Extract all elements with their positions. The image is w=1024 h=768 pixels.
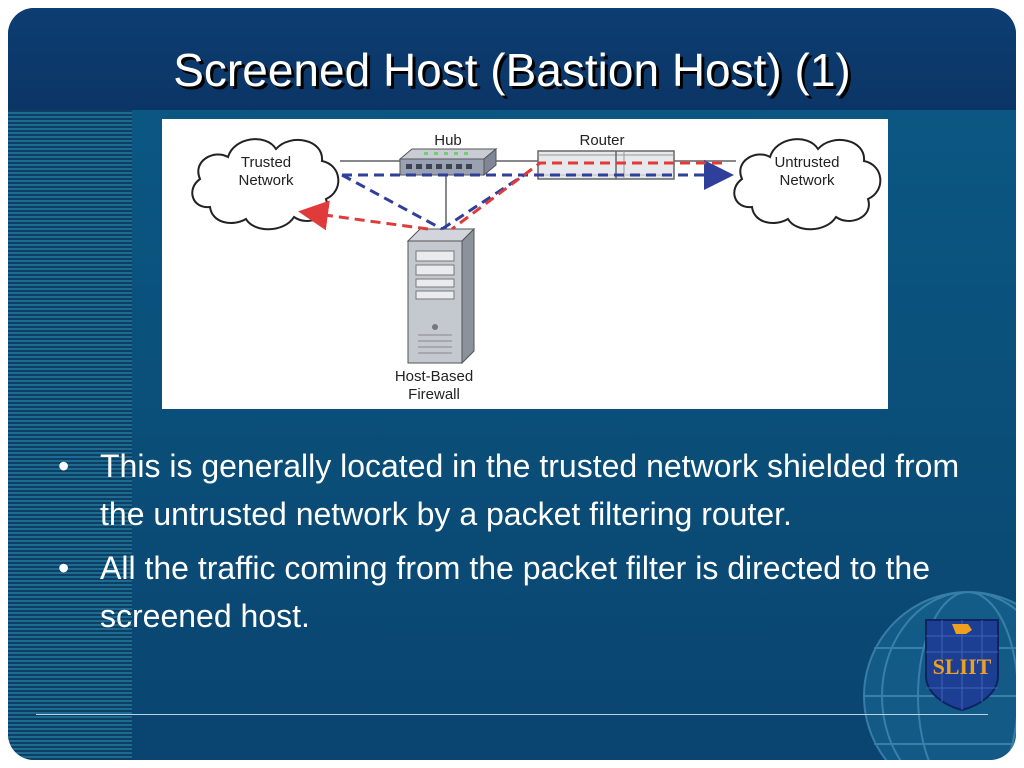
- bullet-marker: •: [58, 550, 70, 586]
- bullet-text: All the traffic coming from the packet f…: [100, 550, 930, 634]
- untrusted-label-line1: Untrusted: [774, 154, 839, 171]
- untrusted-label-line2: Network: [779, 172, 835, 189]
- server-icon: [406, 227, 476, 365]
- decorative-stripes: [8, 110, 132, 760]
- bullet-item: • All the traffic coming from the packet…: [58, 544, 978, 640]
- bullet-item: • This is generally located in the trust…: [58, 442, 978, 538]
- firewall-label-line2: Firewall: [408, 386, 460, 403]
- slide-title: Screened Host (Bastion Host) (1): [173, 44, 851, 96]
- blue-path-server-to-router: [441, 173, 525, 231]
- firewall-label-line1: Host-Based: [395, 368, 473, 385]
- hub-label: Hub: [434, 132, 462, 149]
- bullet-text: This is generally located in the trusted…: [100, 448, 960, 532]
- title-bar: [8, 8, 1016, 110]
- bullet-list: • This is generally located in the trust…: [58, 442, 978, 646]
- trusted-label-line2: Network: [238, 172, 294, 189]
- network-diagram: Trusted Network Untrusted Network: [162, 119, 888, 409]
- bullet-marker: •: [58, 448, 70, 484]
- trusted-network-cloud: Trusted Network: [191, 138, 340, 231]
- slide: Screened Host (Bastion Host) (1) Trusted…: [8, 8, 1016, 760]
- red-path-server-to-trusted: [298, 200, 429, 231]
- blue-path-trusted-to-server: [341, 173, 443, 231]
- red-path-untrusted-to-server: [451, 161, 722, 231]
- footer-divider: [36, 714, 988, 715]
- router-label: Router: [579, 132, 624, 149]
- trusted-label-line1: Trusted: [241, 154, 291, 171]
- hub-icon: [398, 147, 498, 177]
- logo-text: SLIIT: [933, 654, 992, 679]
- untrusted-network-cloud: Untrusted Network: [733, 138, 882, 231]
- sliit-logo-icon: SLIIT: [925, 619, 999, 712]
